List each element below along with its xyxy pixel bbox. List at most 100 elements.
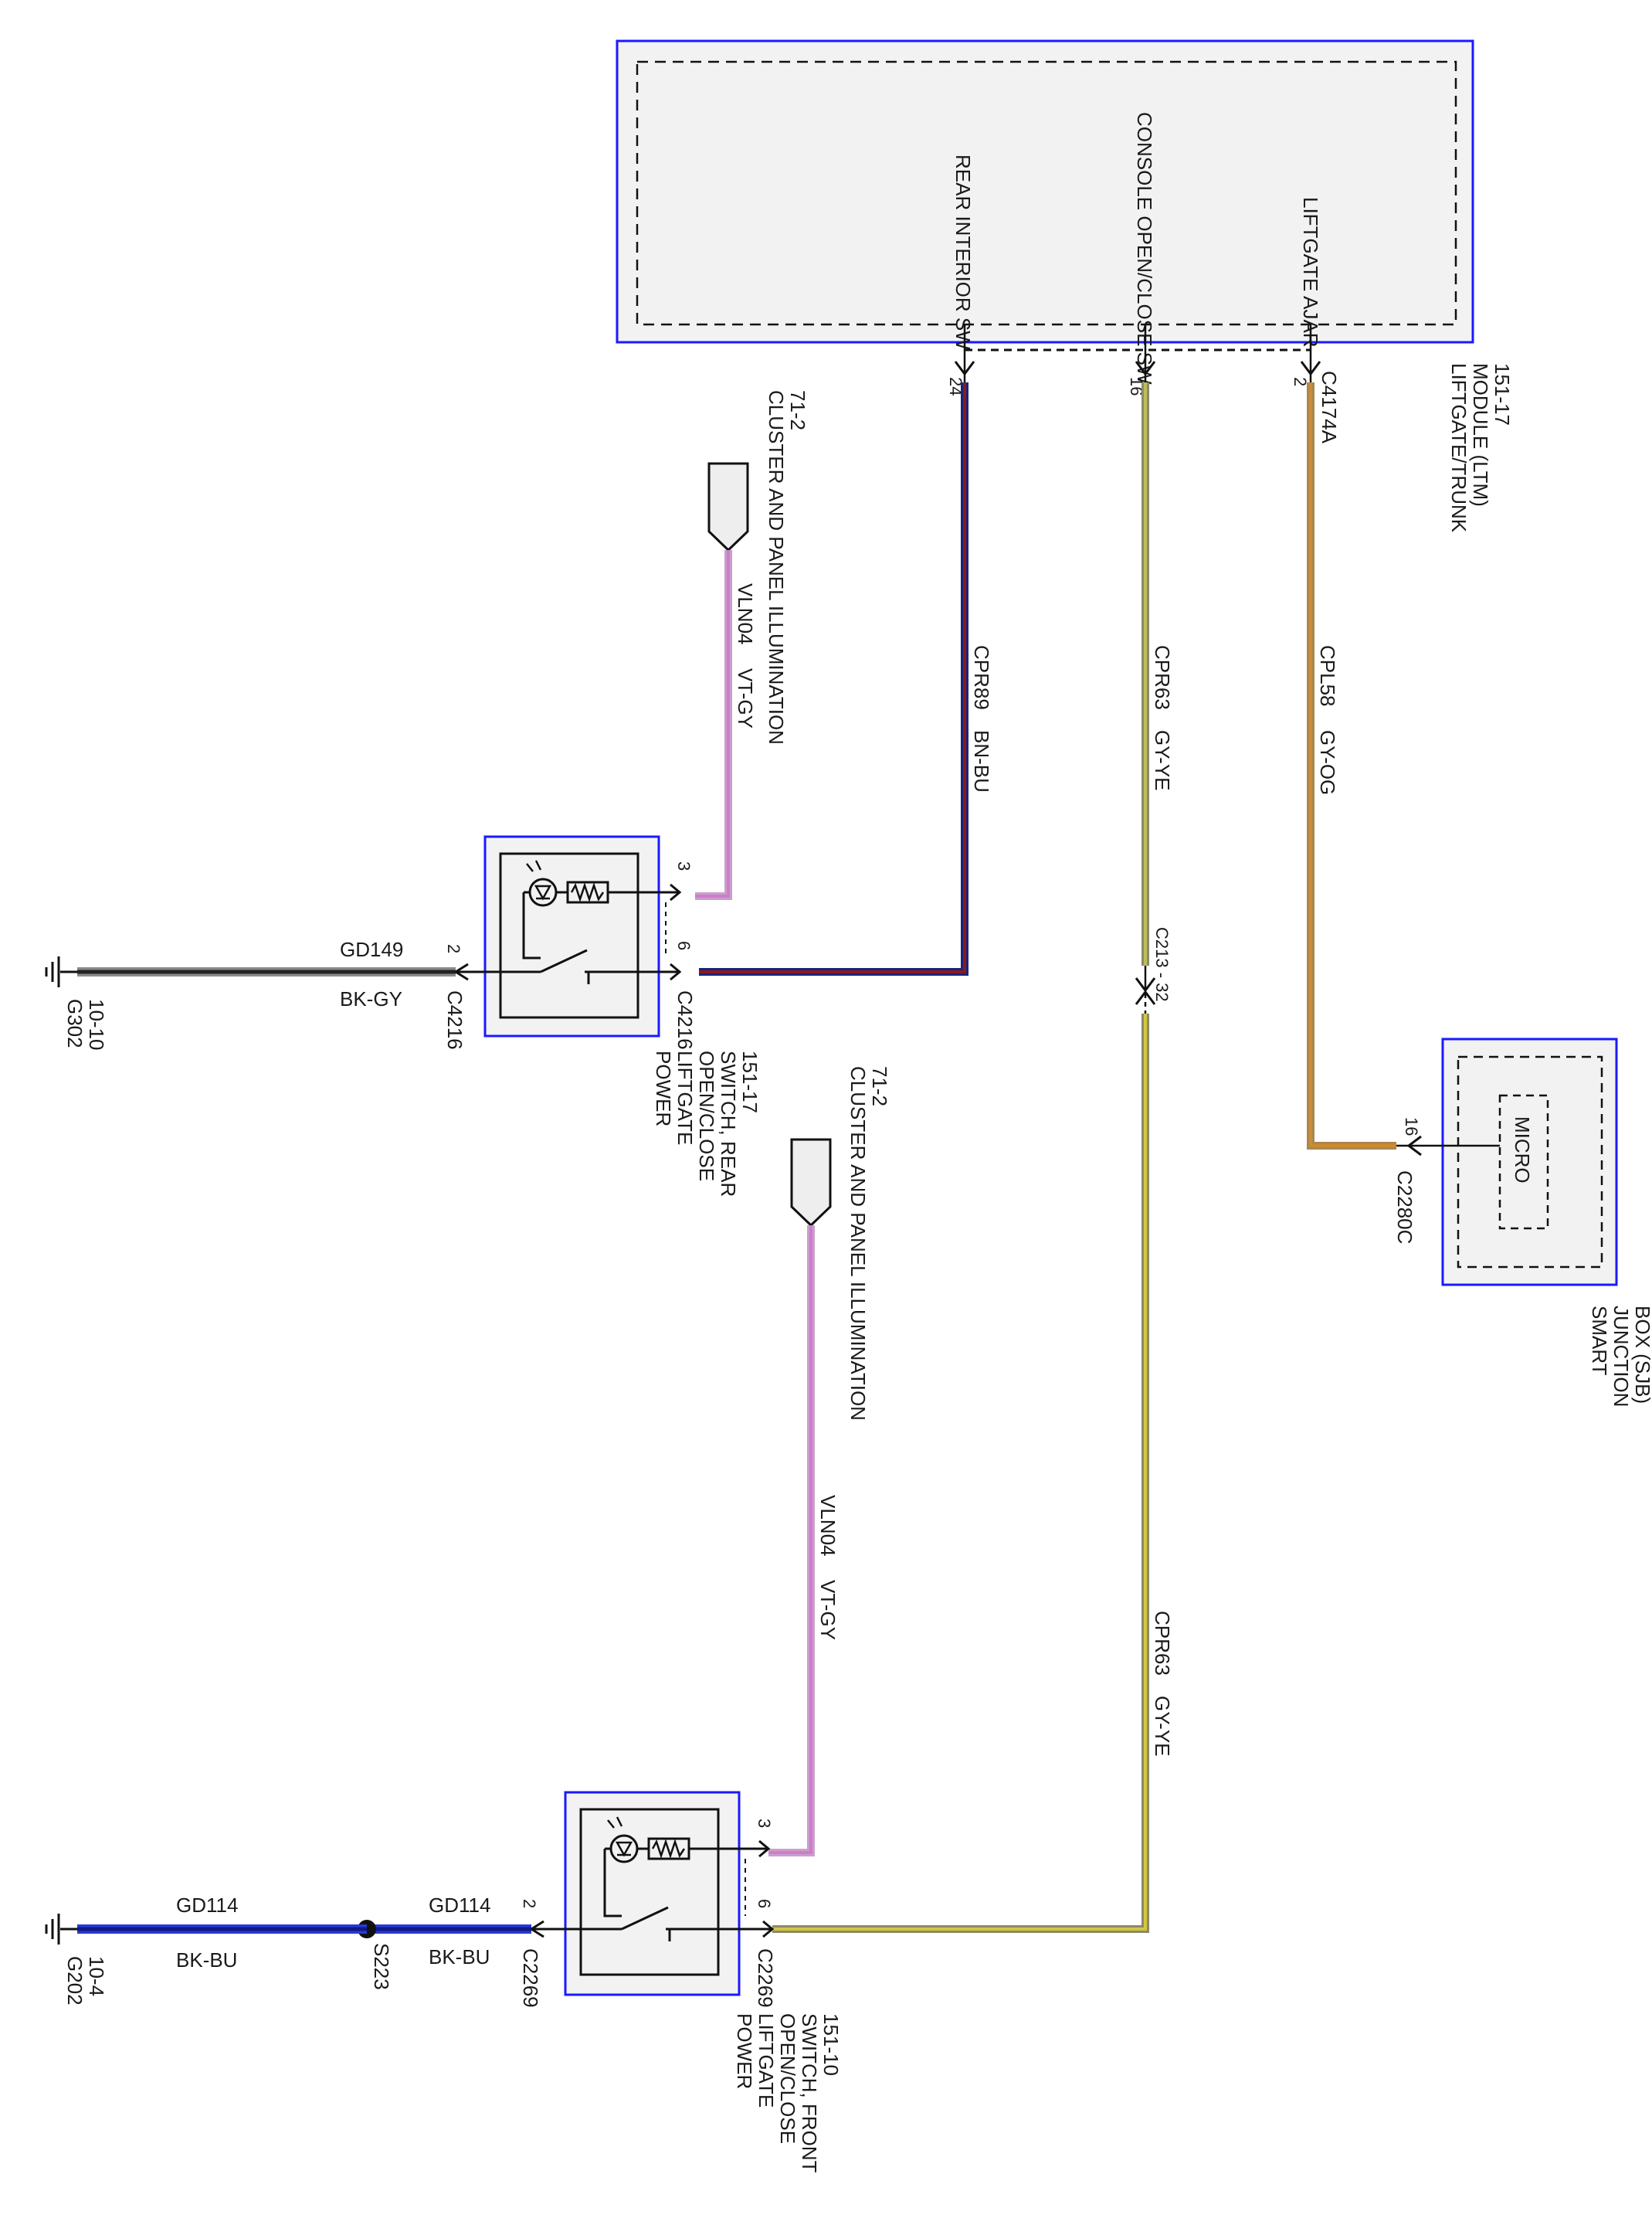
cluster-ref-bottom-label: CLUSTER AND PANEL ILLUMINATION 71-2 <box>846 1066 891 1421</box>
svg-text:GY-YE: GY-YE <box>1151 730 1174 791</box>
switch-front-pin-6: 6 <box>755 1899 774 1908</box>
wire-vln04-bottom-label: VLN04 VT-GY <box>816 1495 840 1640</box>
wire-cpl58-label: CPL58 GY-OG <box>1316 645 1339 795</box>
svg-text:OPEN/CLOSE: OPEN/CLOSE <box>776 2013 799 2144</box>
switch-front-frame <box>564 1791 741 1996</box>
svg-text:LIFTGATE: LIFTGATE <box>673 1051 697 1145</box>
ltm-connector-label: C4174A <box>1318 371 1341 444</box>
svg-text:JUNCTION: JUNCTION <box>1610 1306 1633 1407</box>
svg-text:CPR63: CPR63 <box>1151 645 1174 710</box>
wire-gd149-circuit: GD149 <box>340 938 403 961</box>
ltm-pin-stubs <box>954 324 1321 382</box>
switch-rear[interactable] <box>453 835 682 1038</box>
ltm-pin-label-rear: REAR INTERIOR SW <box>952 155 975 350</box>
switch-rear-pin-6: 6 <box>674 941 694 950</box>
svg-text:VT-GY: VT-GY <box>734 668 757 729</box>
wire-cpr89-label: CPR89 BN-BU <box>970 645 993 793</box>
svg-text:10-10: 10-10 <box>85 999 108 1051</box>
svg-text:CPL58: CPL58 <box>1316 645 1339 707</box>
wire-gd114-b-color: BK-BU <box>429 1945 490 1968</box>
svg-text:VLN04: VLN04 <box>816 1495 840 1557</box>
ltm-name-line-3: 151-17 <box>1491 363 1514 426</box>
svg-text:151-10: 151-10 <box>819 2013 843 2076</box>
svg-text:CLUSTER AND PANEL ILLUMINATION: CLUSTER AND PANEL ILLUMINATION <box>846 1066 870 1421</box>
switch-rear-connector-signal: C4216 <box>673 990 697 1050</box>
wire-gd114-a-circuit: GD114 <box>176 1894 238 1917</box>
sjb-inner-dashed <box>1457 1055 1603 1269</box>
svg-text:BN-BU: BN-BU <box>970 730 993 793</box>
svg-text:CLUSTER AND PANEL ILLUMINATION: CLUSTER AND PANEL ILLUMINATION <box>765 390 788 745</box>
svg-text:71-2: 71-2 <box>868 1066 891 1106</box>
wire-gd149-color: BK-GY <box>340 987 402 1011</box>
wire-gd114-b-circuit: GD114 <box>429 1894 490 1917</box>
wire-cpr63-lower[interactable] <box>772 1014 1149 1933</box>
switch-rear-frame <box>483 835 660 1038</box>
ground-g202-label: G202 10-4 <box>63 1956 108 2006</box>
wire-cpl58[interactable] <box>1307 382 1396 1150</box>
ltm-pin-2: 2 <box>1291 377 1310 386</box>
svg-text:G302: G302 <box>63 999 87 1048</box>
wire-vln04-bottom[interactable] <box>768 1225 815 1856</box>
ground-g302-label: G302 10-10 <box>63 999 108 1051</box>
switch-rear-inner <box>499 852 639 1019</box>
sjb-micro-box <box>1498 1094 1549 1230</box>
switch-rear-connector-ground: C4216 <box>443 990 466 1050</box>
wire-cpr89[interactable] <box>699 382 968 976</box>
switch-rear-contact-icon <box>540 949 588 973</box>
switch-rear-pin-2: 2 <box>444 944 463 953</box>
svg-text:VT-GY: VT-GY <box>816 1580 840 1640</box>
cluster-ref-bottom[interactable] <box>790 1138 832 1228</box>
wire-cpr63-upper-label: CPR63 GY-YE <box>1151 645 1174 791</box>
svg-text:POWER: POWER <box>652 1051 675 1126</box>
sjb-micro-label: MICRO <box>1511 1116 1534 1184</box>
switch-front-name: POWER LIFTGATE OPEN/CLOSE SWITCH, FRONT … <box>733 2013 843 2173</box>
switch-front[interactable] <box>529 1791 775 1996</box>
sjb-name: SMART JUNCTION BOX (SJB) 11-3 13-23 <box>1588 1306 1652 1407</box>
sjb-pin-16: 16 <box>1402 1117 1421 1136</box>
svg-text:10-4: 10-4 <box>85 1956 108 1996</box>
svg-text:SWITCH, REAR: SWITCH, REAR <box>717 1051 740 1197</box>
c213-label: C213 - 32 <box>1152 927 1172 1002</box>
switch-front-pin-2: 2 <box>520 1899 539 1908</box>
splice-s223-label: S223 <box>370 1943 393 1990</box>
ltm-module[interactable]: REAR INTERIOR SW CONSOLE OPEN/CLOSE SW L… <box>616 39 1474 385</box>
switch-rear-pin-3: 3 <box>674 861 694 871</box>
svg-text:CPR63: CPR63 <box>1151 1611 1174 1676</box>
svg-text:LIFTGATE: LIFTGATE <box>755 2013 778 2108</box>
inline-connector-c213[interactable] <box>1135 966 1156 1014</box>
switch-front-connector-signal: C2269 <box>754 1948 777 2008</box>
cluster-ref-top-label: CLUSTER AND PANEL ILLUMINATION 71-2 <box>765 390 809 745</box>
wire-gd114-a-color: BK-BU <box>176 1948 237 1972</box>
svg-text:G202: G202 <box>63 1956 87 2006</box>
svg-text:OPEN/CLOSE: OPEN/CLOSE <box>695 1051 718 1181</box>
svg-text:POWER: POWER <box>733 2013 756 2089</box>
svg-text:GY-YE: GY-YE <box>1151 1696 1174 1757</box>
svg-text:SWITCH, FRONT: SWITCH, FRONT <box>798 2013 821 2173</box>
switch-front-pin-3: 3 <box>755 1819 774 1828</box>
svg-text:GY-OG: GY-OG <box>1316 730 1339 795</box>
ground-g202-icon <box>45 1914 77 1945</box>
switch-front-contact-icon <box>621 1906 669 1931</box>
sjb-frame <box>1441 1038 1618 1286</box>
cluster-ref-top[interactable] <box>707 462 749 552</box>
wire-cpr63-lower-label: CPR63 GY-YE <box>1151 1611 1174 1757</box>
ltm-name-line-2: MODULE (LTM) <box>1469 363 1492 507</box>
ground-g302-icon <box>45 956 77 987</box>
svg-text:CPR89: CPR89 <box>970 645 993 710</box>
sjb-module[interactable]: MICRO <box>1396 1038 1618 1286</box>
wire-vln04-top-label: VLN04 VT-GY <box>734 583 757 729</box>
svg-text:151-17: 151-17 <box>738 1051 762 1113</box>
ltm-inner-dashed <box>636 60 1457 326</box>
svg-text:VLN04: VLN04 <box>734 583 757 645</box>
ltm-pin-label-liftgate: LIFTGATE AJAR <box>1299 197 1322 348</box>
wire-vln04-top[interactable] <box>695 550 732 900</box>
ltm-frame <box>616 39 1474 344</box>
switch-rear-name: POWER LIFTGATE OPEN/CLOSE SWITCH, REAR 1… <box>652 1051 762 1197</box>
svg-text:SMART: SMART <box>1588 1306 1611 1376</box>
switch-front-inner <box>579 1808 720 1976</box>
ltm-name-line-1: LIFTGATE/TRUNK <box>1447 363 1471 533</box>
sjb-connector-label: C2280C <box>1393 1170 1416 1244</box>
svg-text:BOX (SJB): BOX (SJB) <box>1631 1306 1652 1404</box>
switch-front-connector-ground: C2269 <box>519 1948 542 2008</box>
